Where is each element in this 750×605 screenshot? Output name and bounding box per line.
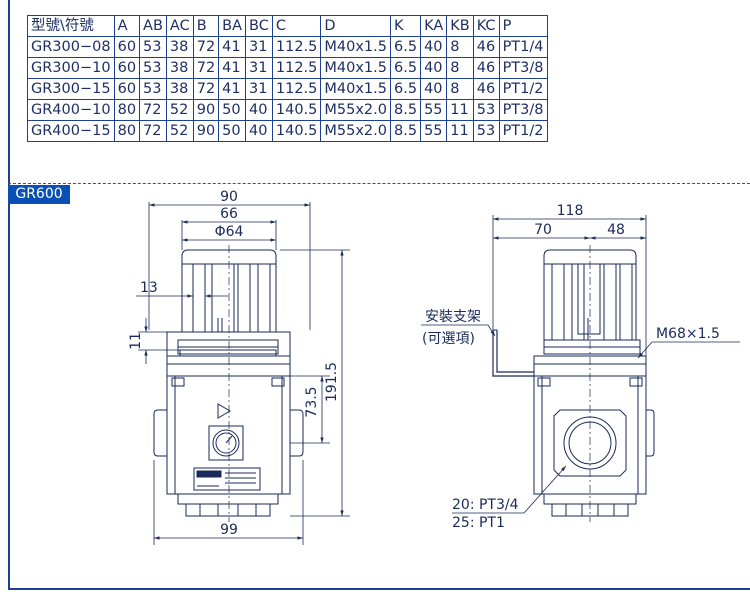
table-cell: 8.5 — [389, 120, 422, 142]
front-bracket — [166, 331, 291, 377]
table-cell: 41 — [218, 78, 247, 100]
table-cell: M55x2.0 — [320, 99, 391, 121]
table-cell: M40x1.5 — [320, 57, 391, 79]
table-cell: 40 — [245, 120, 273, 142]
model-tag: GR600 — [8, 185, 70, 204]
table-cell: PT1/2 — [498, 120, 548, 142]
dim-48-label: 48 — [607, 222, 625, 238]
side-bonnet — [492, 329, 647, 377]
side-dimensions — [421, 215, 740, 514]
table-cell: 31 — [245, 57, 273, 79]
table-cell: 80 — [113, 120, 141, 142]
port-20-label: 20: PT3/4 — [452, 497, 519, 513]
table-cell: 50 — [218, 120, 247, 142]
table-cell: 52 — [165, 120, 194, 142]
table-cell: 53 — [139, 57, 167, 79]
table-cell: 60 — [113, 57, 141, 79]
side-view — [421, 215, 740, 522]
dim-11-label: 11 — [128, 332, 144, 350]
table-cell: 90 — [192, 99, 220, 121]
dim-99-label: 99 — [220, 522, 238, 538]
dim-73-5-label: 73.5 — [304, 386, 320, 417]
bracket-optional-label: (可選項) — [422, 331, 475, 347]
port-25-label: 25: PT1 — [452, 515, 505, 531]
dim-191-5-label: 191.5 — [324, 362, 340, 402]
dim-phi64-label: Φ64 — [215, 224, 244, 240]
table-cell: 38 — [165, 57, 194, 79]
table-cell: M55x2.0 — [320, 120, 391, 142]
table-header-cell: KB — [446, 15, 474, 37]
front-view — [136, 202, 350, 545]
dim-118-label: 118 — [557, 203, 584, 219]
table-cell: 72 — [192, 57, 220, 79]
table-cell: 72 — [192, 36, 220, 58]
dim-90-label: 90 — [220, 189, 238, 205]
table-cell: 140.5 — [271, 99, 322, 121]
table-cell: 60 — [113, 36, 141, 58]
table-cell: 31 — [245, 36, 273, 58]
table-cell: 50 — [218, 99, 247, 121]
table-cell: 11 — [446, 120, 474, 142]
table-cell: GR400−15 — [27, 120, 115, 142]
dim-13-label: 13 — [140, 280, 158, 296]
table-cell: 38 — [165, 78, 194, 100]
table-cell: 80 — [113, 99, 141, 121]
table-cell: M40x1.5 — [320, 78, 391, 100]
table-header-cell: BA — [218, 15, 247, 37]
dim-66-label: 66 — [220, 206, 238, 222]
side-body — [533, 375, 655, 517]
bracket-label: 安裝支架 — [425, 309, 481, 325]
front-body — [153, 375, 304, 517]
table-cell: 8.5 — [389, 99, 422, 121]
table-cell: 40 — [420, 36, 448, 58]
table-cell: GR400−10 — [27, 99, 115, 121]
table-cell: 90 — [192, 120, 220, 142]
table-cell: GR300−08 — [27, 36, 115, 58]
table-header-cell: 型號\符號 — [27, 15, 115, 37]
table-cell: 53 — [139, 78, 167, 100]
table-cell: PT1/4 — [498, 36, 548, 58]
section-divider — [8, 183, 750, 184]
table-cell: 11 — [446, 99, 474, 121]
table-cell: 140.5 — [271, 120, 322, 142]
front-dimensions — [136, 202, 350, 545]
table-cell: 112.5 — [271, 36, 322, 58]
table-cell: 40 — [245, 99, 273, 121]
table-cell: 40 — [420, 78, 448, 100]
thread-label: M68×1.5 — [656, 326, 720, 342]
table-cell: 72 — [139, 120, 167, 142]
table-cell: 55 — [420, 120, 448, 142]
page-frame — [8, 0, 750, 590]
table-header-cell: AB — [139, 15, 167, 37]
table-cell: 112.5 — [271, 57, 322, 79]
table-cell: 112.5 — [271, 78, 322, 100]
table-cell: GR300−10 — [27, 57, 115, 79]
table-header-cell: BC — [245, 15, 273, 37]
dim-70-label: 70 — [534, 222, 552, 238]
table-cell: 46 — [472, 78, 500, 100]
